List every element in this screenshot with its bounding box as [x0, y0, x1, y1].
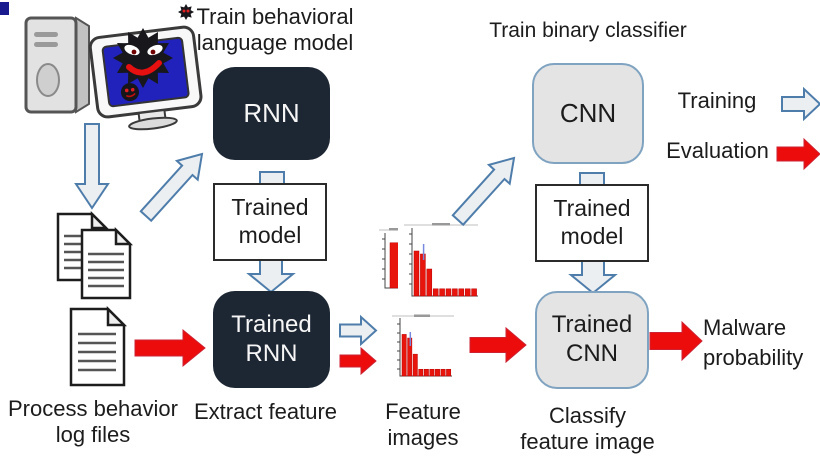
trained-model-right-label: Trained model: [553, 195, 631, 249]
trained-cnn-label: Trained CNN: [551, 311, 633, 367]
eval-arrow-trained-rnn-to-features: [339, 346, 377, 376]
rnn-to-model-connector: [259, 171, 285, 186]
tiny-malware-icon: [178, 4, 194, 20]
eval-arrow-features-to-trained-cnn: [469, 326, 527, 364]
legend-training-arrow: [781, 86, 820, 122]
legend-training-label: Training: [677, 88, 757, 113]
label-feature-images: Feature images: [385, 399, 461, 450]
cnn-to-model-connector: [579, 172, 605, 187]
rnn-node: RNN: [213, 67, 330, 160]
feature-chart-top-icon: [398, 220, 480, 304]
title-train-language-model: Train behavioral language model: [196, 4, 354, 55]
label-process-logs: Process behavior log files: [8, 396, 178, 447]
cnn-node-label: CNN: [559, 97, 617, 128]
flow-arrow-computer-to-logs: [74, 123, 110, 210]
title-train-binary-classifier: Train binary classifier: [489, 19, 687, 42]
blue-corner-artifact: [0, 2, 9, 15]
train-arrow-trained-rnn-to-features: [339, 314, 378, 347]
trained-model-right-node: Trained model: [535, 184, 649, 262]
label-malware-probability: Malware probability: [703, 315, 804, 370]
label-extract-feature: Extract feature: [193, 399, 338, 424]
flow-arrow-logs-to-rnn: [139, 152, 204, 223]
legend-evaluation-arrow: [776, 137, 820, 171]
eval-arrow-log-to-trained-rnn: [134, 328, 206, 368]
flow-arrow-features-to-cnn: [451, 156, 516, 227]
trained-cnn-node: Trained CNN: [535, 291, 649, 389]
cnn-node: CNN: [532, 63, 644, 164]
log-file-icon: [69, 305, 128, 387]
rnn-node-label: RNN: [243, 97, 300, 128]
trained-model-left-label: Trained model: [231, 194, 309, 248]
eval-arrow-trained-cnn-to-output: [649, 320, 703, 362]
small-malware-on-screen-icon: [120, 83, 139, 102]
trained-rnn-label: Trained RNN: [231, 310, 312, 367]
malware-spiky-bug-icon: [113, 4, 194, 88]
stacked-log-files-icon: [56, 210, 134, 300]
legend-evaluation-label: Evaluation: [666, 138, 769, 163]
trained-model-left-node: Trained model: [213, 183, 327, 261]
trained-rnn-node: Trained RNN: [213, 291, 330, 388]
label-classify-feature-image: Classify feature image: [520, 403, 655, 454]
computer-tower-icon: [24, 16, 90, 114]
feature-chart-bottom-icon: [388, 312, 456, 384]
infected-computer-icon: [24, 4, 203, 131]
